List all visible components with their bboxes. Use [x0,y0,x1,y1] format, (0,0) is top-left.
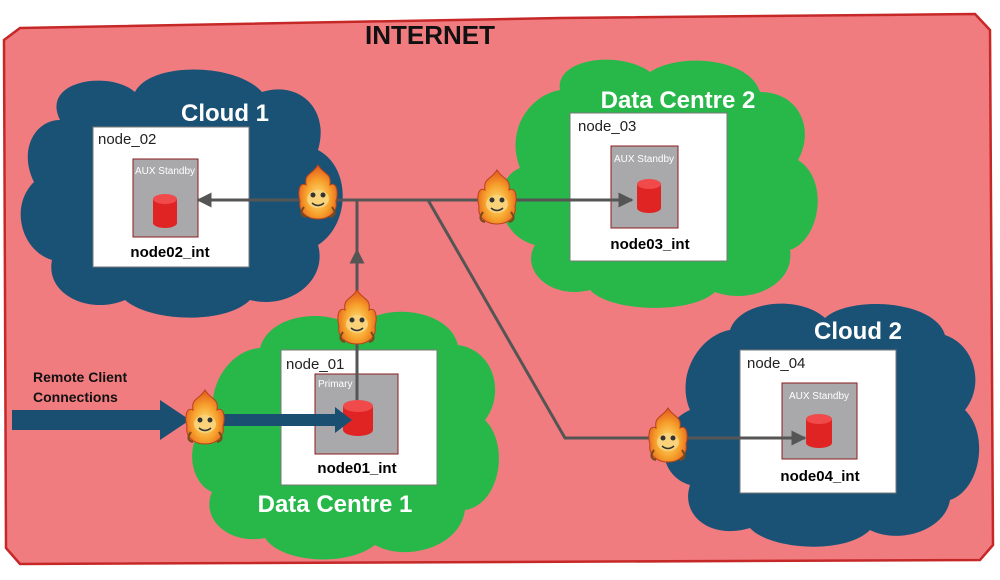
flame-mascot-icon [477,169,517,225]
data-centre-1: node_01 Primary node01_int Data Centre 1 [192,311,499,560]
node-03-db-label: node03_int [610,236,689,253]
database-cylinder-icon [153,194,177,228]
firewall-icons [185,164,688,463]
node-01-label: node_01 [286,356,344,373]
flame-mascot-icon [648,407,688,463]
node-04-label: node_04 [747,355,805,372]
flame-mascot-icon [337,289,377,345]
flame-mascot-icon [185,389,225,445]
node-03-label: node_03 [578,118,636,135]
remote-client-label-1: Remote Client [33,369,127,385]
node-04-db-label: node04_int [780,468,859,485]
node-02-label: node_02 [98,131,156,148]
data-centre-2: Data Centre 2 node_03 AUX Standby node03… [500,59,818,308]
node-03-role: AUX Standby [614,154,674,165]
data-centre-1-title: Data Centre 1 [258,491,413,518]
cloud-1-title: Cloud 1 [181,100,269,127]
cloud-2: Cloud 2 node_04 AUX Standby node04_int [663,303,980,547]
cloud-1: Cloud 1 node_02 AUX Standby node02_int [20,69,343,318]
node-01-db-label: node01_int [317,460,396,477]
link-to-node04 [426,199,807,446]
database-cylinder-icon [343,400,373,436]
cloud-2-title: Cloud 2 [814,318,902,345]
flame-mascot-icon [298,164,338,220]
node-02-role: AUX Standby [135,166,195,177]
node-04-role: AUX Standby [789,391,849,402]
database-cylinder-icon [806,414,832,448]
client-to-primary-arrow [220,407,352,433]
remote-client-label-2: Connections [33,389,118,405]
database-cylinder-icon [637,179,661,213]
data-centre-2-title: Data Centre 2 [601,87,756,114]
node-02-db-label: node02_int [130,244,209,261]
internet-title: INTERNET [365,20,495,50]
client-arrow [12,400,190,440]
node-01-role: Primary [318,379,352,390]
remote-client-connections: Remote Client Connections [12,369,352,440]
